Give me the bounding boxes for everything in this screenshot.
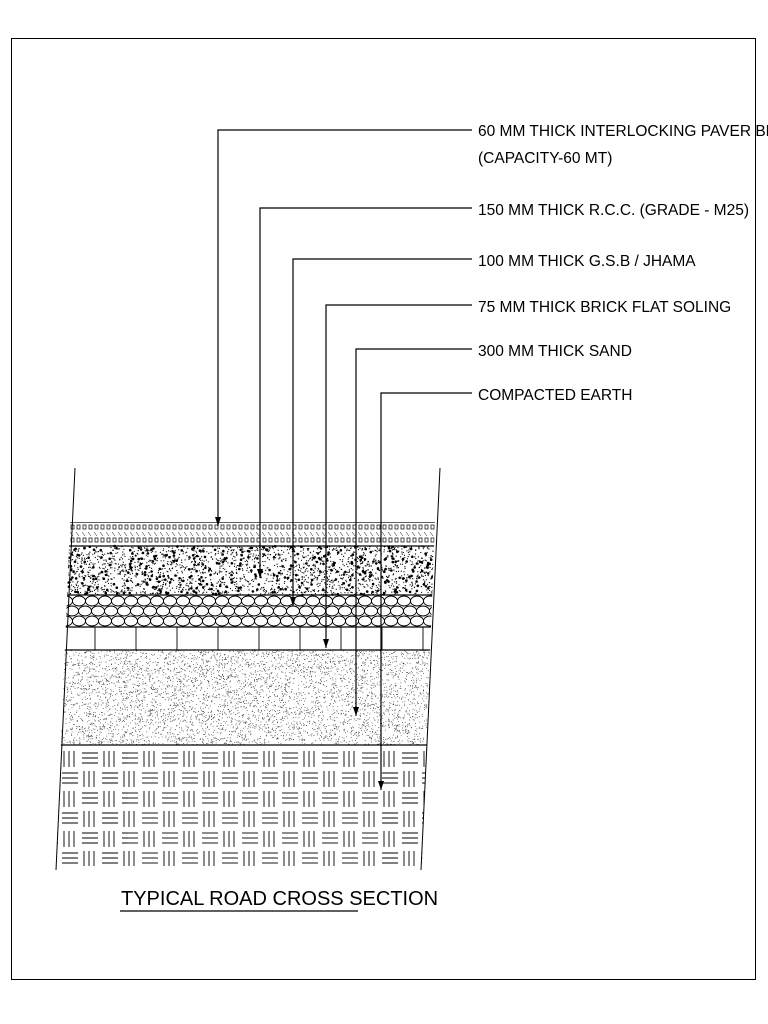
label-rcc: 150 MM THICK R.C.C. (GRADE - M25)	[478, 202, 749, 219]
label-gsb: 100 MM THICK G.S.B / JHAMA	[478, 253, 696, 270]
section-body	[55, 467, 441, 871]
label-sand: 300 MM THICK SAND	[478, 343, 632, 360]
leader-lines	[215, 129, 472, 790]
paver-block-layer	[56, 522, 435, 546]
compacted-earth-layer	[56, 751, 435, 866]
label-paver-line-2: (CAPACITY-60 MT)	[478, 150, 612, 167]
layer-labels: 60 MM THICK INTERLOCKING PAVER BLOCK (CA…	[478, 123, 768, 404]
sand-layer	[56, 649, 435, 746]
label-paver-line-1: 60 MM THICK INTERLOCKING PAVER BLOCK	[478, 123, 768, 140]
drawing-title: TYPICAL ROAD CROSS SECTION	[121, 888, 438, 910]
gsb-layer	[56, 595, 435, 627]
label-brick-soling: 75 MM THICK BRICK FLAT SOLING	[478, 299, 731, 316]
left-edge-line	[55, 467, 76, 871]
drawing-frame	[11, 38, 756, 980]
brick-soling-layer	[56, 627, 435, 650]
label-compacted-earth: COMPACTED EARTH	[478, 387, 632, 404]
rcc-layer	[56, 544, 435, 597]
right-edge-line	[420, 467, 441, 871]
